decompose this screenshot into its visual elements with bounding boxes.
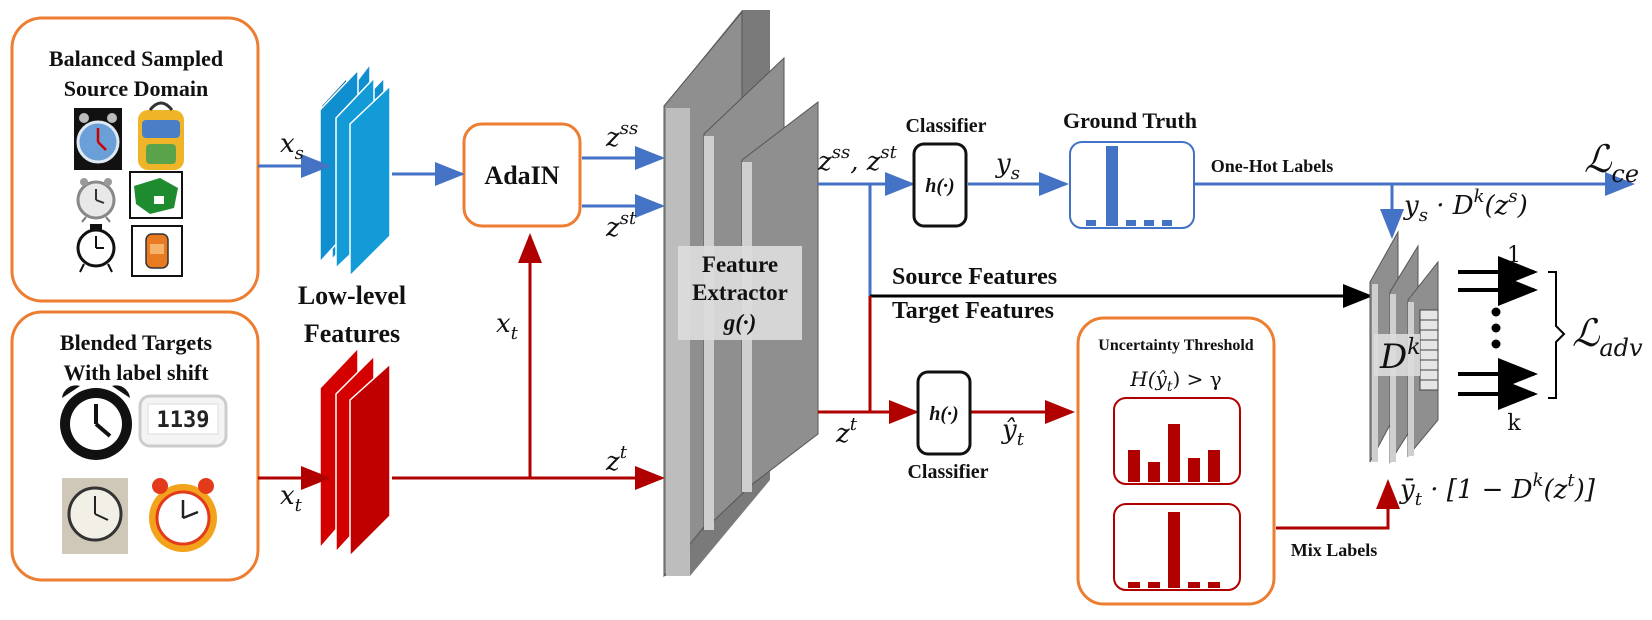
svg-text:1139: 1139 — [157, 408, 210, 433]
confident-distribution-bars — [1128, 512, 1220, 588]
label-zt-left: zt — [605, 442, 628, 477]
digital-clock-icon: 1139 — [138, 394, 228, 448]
extractor-label-line1: Feature — [702, 252, 778, 277]
silver-clock-icon — [76, 178, 116, 223]
discriminator-block: Dk — [1369, 230, 1439, 464]
mix-labels-label: Mix Labels — [1291, 540, 1378, 560]
label-yhat-t: ŷt — [1001, 415, 1025, 450]
uncertain-distribution-bars — [1128, 424, 1220, 482]
adain-label: AdaIN — [484, 161, 559, 190]
source-domain-box: Balanced Sampled Source Domain — [10, 16, 260, 303]
low-level-layers-target — [319, 346, 391, 558]
extractor-label-line3: g(·) — [723, 310, 757, 335]
uncertainty-block: Uncertainty Threshold H(ŷt) > γ — [1076, 316, 1276, 606]
target-classifier: h(·) Classifier — [907, 370, 989, 483]
label-ys: ys — [995, 149, 1020, 184]
label-zss: zss — [605, 118, 638, 153]
source-title-line2: Source Domain — [64, 76, 208, 101]
arrow-mix-labels — [1276, 479, 1400, 530]
low-level-label-line2: Features — [304, 319, 400, 348]
label-zss-zst: zss, zst — [817, 142, 898, 177]
target-classifier-func: h(·) — [929, 403, 958, 425]
colorful-clock-icon — [149, 478, 217, 552]
label-ys-dk-zs: ys · Dk(zs) — [1403, 186, 1528, 226]
label-yt-dk-zt: ȳt · [1 − Dk(zt)] — [1399, 470, 1596, 510]
backpack-icon — [138, 101, 184, 170]
outline-clock-icon — [76, 224, 116, 273]
label-zst: zst — [605, 208, 637, 243]
label-xt-bottom: xt — [280, 481, 303, 516]
blended-targets-box: Blended Targets With label shift 1139 — [10, 310, 260, 582]
adain-block: AdaIN — [462, 122, 582, 228]
output-brace — [1548, 271, 1566, 399]
alarm-clock-icon — [74, 108, 122, 170]
discriminator-output-stack — [1419, 309, 1439, 391]
feature-extractor-block: Feature Extractor g(·) — [663, 10, 819, 578]
uncertainty-formula: H(ŷt) > γ — [1129, 367, 1221, 395]
label-zt-right: zt — [835, 414, 858, 449]
source-classifier: Classifier h(·) — [905, 115, 987, 228]
loss-adv: ℒadv — [1572, 311, 1643, 362]
source-classifier-label: Classifier — [905, 115, 986, 137]
source-classifier-func: h(·) — [925, 175, 954, 197]
ground-truth-label: Ground Truth — [1063, 108, 1197, 133]
target-classifier-label: Classifier — [907, 461, 988, 483]
label-xs: xs — [280, 129, 304, 164]
output-last-label: k — [1507, 411, 1521, 436]
low-level-label-line1: Low-level — [298, 281, 406, 310]
target-title-line2: With label shift — [63, 360, 209, 385]
orange-backpack-icon — [131, 225, 183, 277]
one-hot-label: One-Hot Labels — [1211, 156, 1334, 176]
output-first-label: 1 — [1507, 243, 1521, 268]
ground-truth-block: Ground Truth One-Hot Labels — [1063, 108, 1334, 229]
uncertainty-title: Uncertainty Threshold — [1098, 337, 1254, 354]
ground-truth-bars — [1086, 146, 1172, 226]
black-alarm-clock-icon — [60, 385, 132, 460]
output-dots — [1491, 307, 1501, 349]
green-backpack-icon — [129, 171, 183, 219]
extractor-label-line2: Extractor — [692, 280, 788, 305]
label-xt-mid: xt — [496, 309, 519, 344]
discriminator-label: Dk — [1379, 335, 1421, 377]
loss-ce: ℒce — [1584, 137, 1639, 188]
source-features-label: Source Features — [892, 264, 1057, 290]
vintage-clock-icon — [62, 478, 128, 554]
target-title-line1: Blended Targets — [60, 330, 213, 355]
source-title-line1: Balanced Sampled — [49, 46, 223, 71]
low-level-layers-source — [319, 61, 391, 278]
target-features-label: Target Features — [892, 298, 1054, 324]
